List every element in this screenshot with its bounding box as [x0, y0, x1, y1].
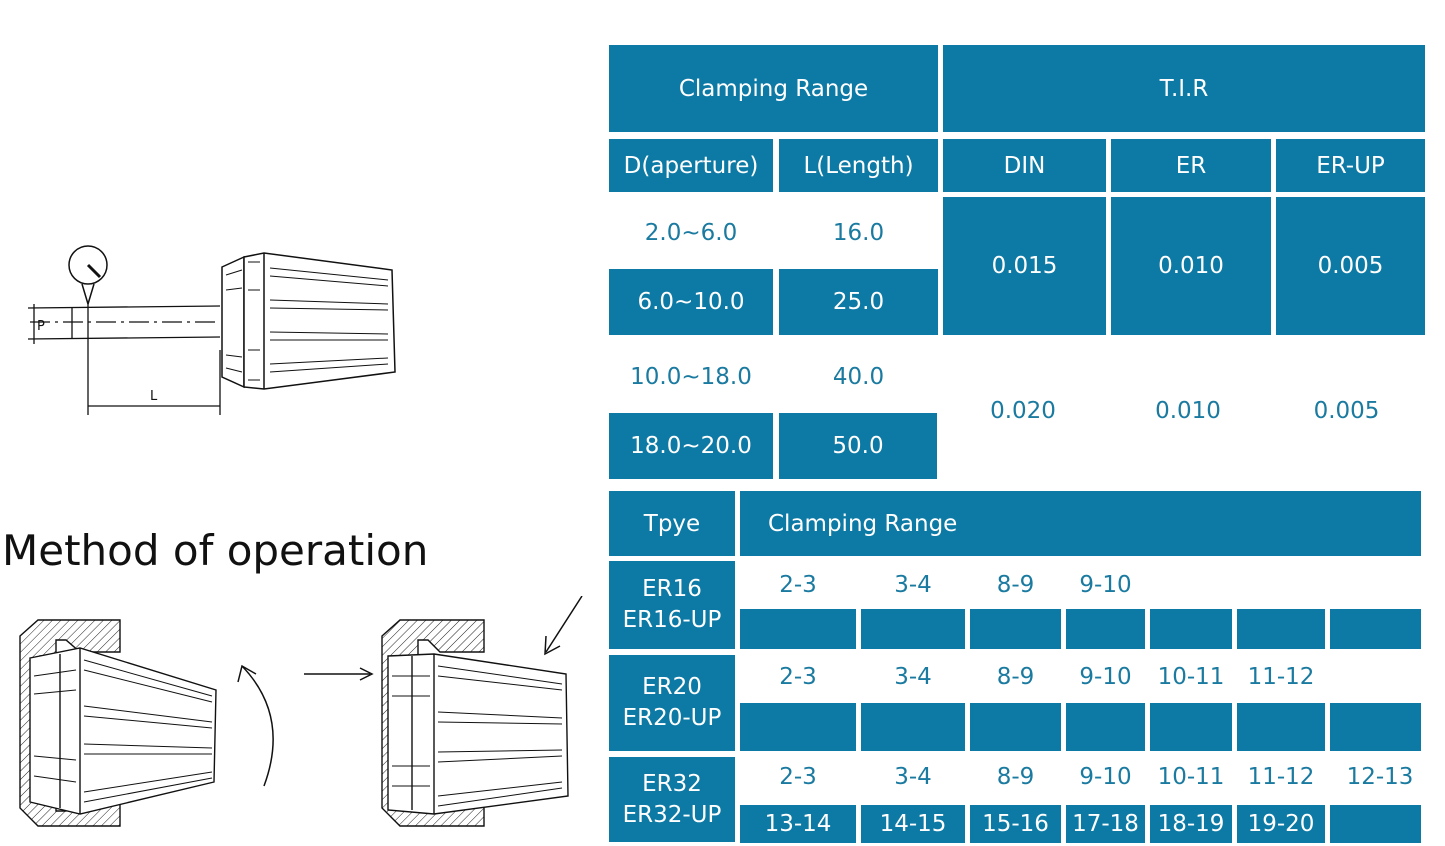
- range-cell: 19-20: [1237, 805, 1325, 843]
- tir-row-d: 2.0~6.0: [644, 220, 738, 246]
- range-cell: 8-9: [996, 664, 1035, 690]
- tir-col-din: DIN: [943, 139, 1106, 192]
- range-cell: [1066, 703, 1145, 751]
- range-cell: 2-3: [779, 764, 817, 790]
- range-cell: 9-10: [1079, 572, 1132, 598]
- range-cell: [1330, 703, 1421, 751]
- rotate-arrow-icon: [237, 664, 274, 787]
- type-name-up: ER20-UP: [622, 705, 722, 731]
- range-cell: [1150, 703, 1232, 751]
- type-header-clamping-range: Clamping Range: [740, 491, 1421, 556]
- tir-col-er: ER: [1111, 139, 1271, 192]
- range-cell: [740, 609, 856, 649]
- range-cell: 8-9: [996, 764, 1035, 790]
- operation-diagram: [19, 596, 583, 827]
- press-arrow-icon: [544, 596, 583, 656]
- nut-collet-insert-icon: [19, 619, 217, 827]
- section-title: Method of operation: [2, 526, 429, 575]
- range-cell: 10-11: [1157, 764, 1225, 790]
- range-cell: 2-3: [779, 572, 817, 598]
- range-cell: 3-4: [894, 572, 932, 598]
- dial-gauge-icon: [68, 245, 108, 305]
- range-cell: 3-4: [894, 764, 932, 790]
- range-cell: 8-9: [996, 572, 1035, 598]
- range-cell: 18-19: [1150, 805, 1232, 843]
- type-label-cell: ER32 ER32-UP: [609, 757, 735, 842]
- type-name: ER32: [642, 770, 702, 797]
- range-cell: 15-16: [970, 805, 1061, 843]
- tir-row-l: 50.0: [779, 413, 937, 479]
- collet-icon: [221, 252, 396, 390]
- range-cell: 17-18: [1066, 805, 1145, 843]
- tir-col-l: L(Length): [779, 139, 938, 192]
- tir-measurement-diagram: P L: [27, 245, 396, 415]
- range-cell: [1330, 609, 1421, 649]
- type-name: ER20: [642, 674, 702, 700]
- type-name-up: ER32-UP: [622, 801, 722, 828]
- range-cell: 3-4: [894, 664, 932, 690]
- range-cell: 13-14: [740, 805, 856, 843]
- range-cell: [1330, 805, 1421, 843]
- range-cell: 11-12: [1247, 764, 1315, 790]
- tir-group2-erup: 0.005: [1313, 398, 1380, 424]
- range-cell: [1150, 609, 1232, 649]
- tir-group1-erup: 0.005: [1276, 197, 1425, 335]
- tir-group1-din: 0.015: [943, 197, 1106, 335]
- range-cell: 12-13: [1346, 764, 1414, 790]
- type-name: ER16: [642, 576, 702, 602]
- type-name-up: ER16-UP: [622, 607, 722, 633]
- tir-row-d: 10.0~18.0: [630, 364, 752, 390]
- range-cell: 14-15: [861, 805, 965, 843]
- range-cell: [970, 609, 1061, 649]
- range-cell: [1066, 609, 1145, 649]
- tir-header-tir: T.I.R: [943, 45, 1425, 132]
- tir-group2-er: 0.010: [1155, 398, 1221, 424]
- range-cell: [740, 703, 856, 751]
- p-dimension-label: P: [37, 319, 45, 334]
- l-dimension-label: L: [150, 389, 158, 404]
- type-label-cell: ER20 ER20-UP: [609, 655, 735, 751]
- range-cell: 9-10: [1079, 664, 1132, 690]
- tir-group2-din: 0.020: [990, 398, 1056, 424]
- type-header-type: Tpye: [609, 491, 735, 556]
- nut-collet-seated-icon: [381, 619, 569, 827]
- range-cell: 9-10: [1079, 764, 1132, 790]
- range-cell: [861, 703, 965, 751]
- tir-row-l: 40.0: [832, 364, 885, 390]
- type-label-cell: ER16 ER16-UP: [609, 561, 735, 649]
- range-cell: [1237, 703, 1325, 751]
- tir-col-d: D(aperture): [609, 139, 773, 192]
- tir-col-erup: ER-UP: [1276, 139, 1425, 192]
- range-cell: [861, 609, 965, 649]
- tir-row-d: 18.0~20.0: [609, 413, 773, 479]
- tir-row-d: 6.0~10.0: [609, 269, 773, 335]
- right-arrow-icon: [304, 667, 374, 681]
- tir-header-clamping-range: Clamping Range: [609, 45, 938, 132]
- range-cell: [970, 703, 1061, 751]
- range-cell: 10-11: [1157, 664, 1225, 690]
- range-cell: [1237, 609, 1325, 649]
- tir-row-l: 16.0: [832, 220, 885, 246]
- range-cell: 11-12: [1247, 664, 1315, 690]
- tir-row-l: 25.0: [779, 269, 938, 335]
- range-cell: 2-3: [779, 664, 817, 690]
- tir-group1-er: 0.010: [1111, 197, 1271, 335]
